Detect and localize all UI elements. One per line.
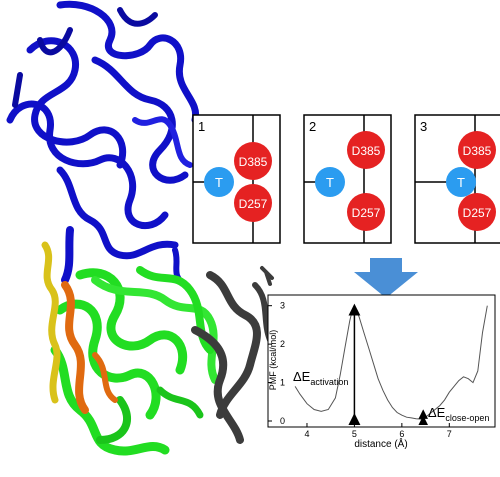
d257-label: D257 [352,206,381,220]
activation-energy-label: ΔEactivation [293,369,348,387]
protein-blue-domain [6,0,200,288]
mechanism-panel-1: 1 T D385 D257 [192,114,281,244]
chart-ticks: 4 5 6 7 0 1 2 3 [268,301,452,439]
d257-label: D257 [463,206,492,220]
d257-circle [234,184,272,222]
pmf-curve [294,305,488,420]
y-axis-label: PMF (kcal/mol) [268,330,278,391]
x-tick-label: 6 [399,429,404,439]
y-tick-label: 2 [280,339,285,349]
x-tick-label: 7 [447,429,452,439]
protein-orange-segment [61,281,118,414]
d385-circle [234,142,272,180]
x-tick-label: 4 [304,429,309,439]
d385-label: D385 [352,144,381,158]
d385-label: D385 [463,144,492,158]
threonine-circle [446,167,476,197]
protein-gray-domain [191,266,274,444]
threonine-circle [315,167,345,197]
y-tick-label: 0 [280,416,285,426]
y-tick-label: 3 [280,301,285,311]
d385-circle [347,131,385,169]
mechanism-panel-3: 3 T D385 D257 [414,114,500,244]
panel-number: 1 [198,119,205,134]
d257-circle [347,193,385,231]
d385-label: D385 [239,155,268,169]
pmf-chart: 4 5 6 7 0 1 2 3 PMF (kcal/mol) distance (Å) ΔEa… [267,294,496,450]
d257-circle [458,193,496,231]
protein-green-domain [50,266,219,456]
panel-number: 2 [309,119,316,134]
threonine-circle [204,167,234,197]
x-tick-label: 5 [352,429,357,439]
threonine-label: T [457,175,465,190]
x-axis-label: distance (Å) [354,437,407,450]
threonine-label: T [215,175,223,190]
y-tick-label: 1 [280,378,285,388]
pmf-chart-frame [267,294,496,428]
protein-yellow-segment [41,241,61,404]
panel-number: 3 [420,119,427,134]
chart-marks [294,303,488,426]
d385-circle [458,131,496,169]
close-open-energy-label: ΔEclose-open [428,405,489,423]
mechanism-panel-2: 2 T D385 D257 [303,114,392,244]
protein-structure-image [6,0,274,456]
down-arrow-icon [354,258,418,298]
threonine-label: T [326,175,334,190]
d257-label: D257 [239,197,268,211]
